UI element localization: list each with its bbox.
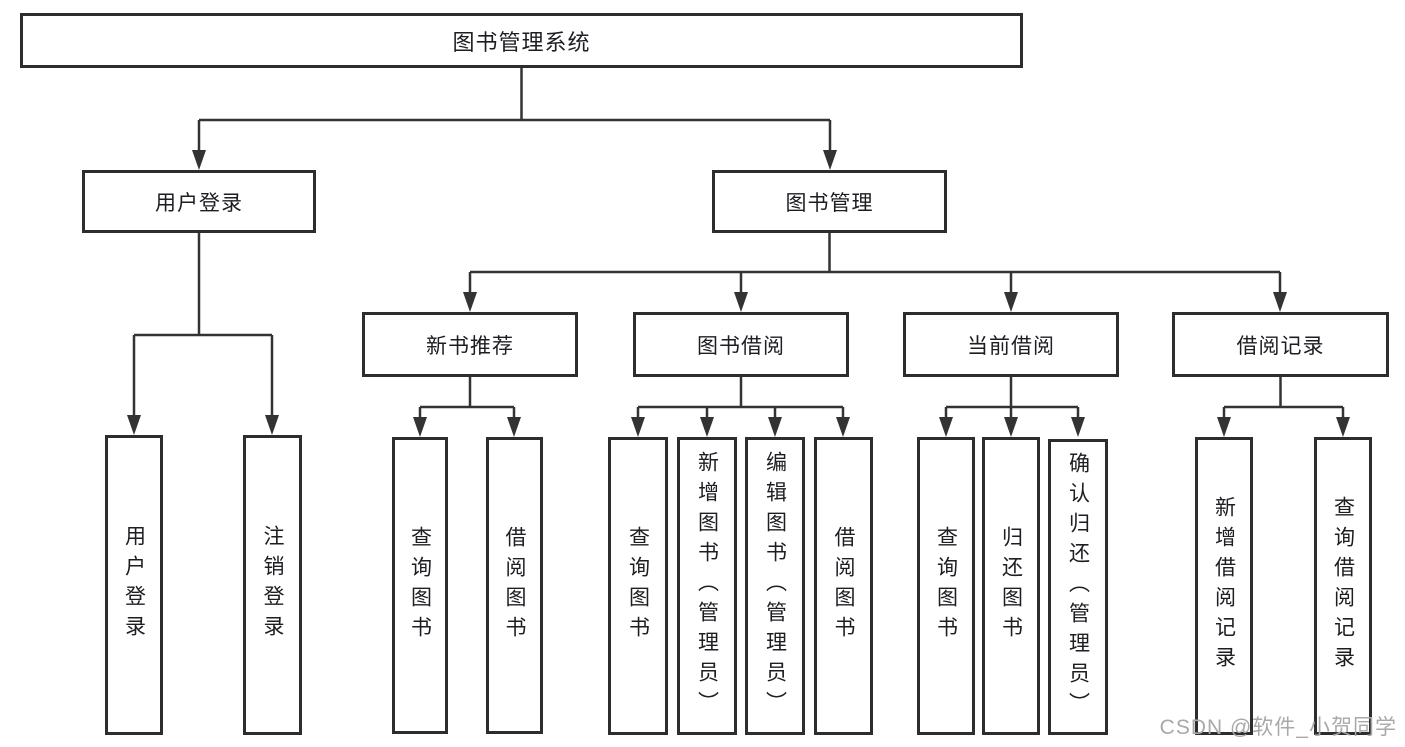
connector-root xyxy=(197,68,832,152)
connector-book-borrowing xyxy=(636,377,845,419)
leaf-bb-add-books-admin: 新增图书（管理员） xyxy=(677,437,737,735)
node-library-system: 图书管理系统 xyxy=(20,13,1023,68)
leaf-bb-edit-books-admin-label: 编辑图书（管理员） xyxy=(763,451,787,721)
node-user-login-label: 用户登录 xyxy=(155,191,243,215)
connector-current-borrowing xyxy=(944,377,1080,419)
node-borrow-records: 借阅记录 xyxy=(1172,312,1389,377)
leaf-bb-edit-books-admin: 编辑图书（管理员） xyxy=(745,437,805,735)
node-book-management-label: 图书管理 xyxy=(785,191,874,215)
node-book-management: 图书管理 xyxy=(712,170,947,233)
leaf-nb-query-books: 查询图书 xyxy=(392,437,448,734)
leaf-br-query-record-label: 查询借阅记录 xyxy=(1331,496,1355,676)
leaf-user-login: 用户登录 xyxy=(105,435,163,735)
connector-book-management xyxy=(468,233,1282,294)
leaf-cb-return-books: 归还图书 xyxy=(982,437,1040,735)
node-current-borrowing-label: 当前借阅 xyxy=(967,334,1055,358)
leaf-cb-confirm-return-admin-label: 确认归还（管理员） xyxy=(1066,452,1090,722)
node-borrow-records-label: 借阅记录 xyxy=(1236,334,1325,358)
leaf-logout-label: 注销登录 xyxy=(261,525,284,645)
node-library-system-label: 图书管理系统 xyxy=(452,29,591,55)
leaf-br-add-record-label: 新增借阅记录 xyxy=(1212,496,1236,676)
node-current-borrowing: 当前借阅 xyxy=(903,312,1119,377)
leaf-nb-query-books-label: 查询图书 xyxy=(408,525,432,646)
connector-borrow-records xyxy=(1222,377,1345,419)
leaf-bb-query-books-label: 查询图书 xyxy=(626,526,650,646)
leaf-bb-borrow-books-label: 借阅图书 xyxy=(832,526,855,646)
leaf-br-add-record: 新增借阅记录 xyxy=(1195,437,1253,735)
node-book-borrowing-label: 图书借阅 xyxy=(697,334,785,358)
leaf-nb-borrow-books-label: 借阅图书 xyxy=(503,525,526,646)
leaf-bb-borrow-books: 借阅图书 xyxy=(814,437,873,735)
leaf-nb-borrow-books: 借阅图书 xyxy=(486,437,543,734)
leaf-cb-return-books-label: 归还图书 xyxy=(999,526,1023,646)
node-new-book-recommendation-label: 新书推荐 xyxy=(426,334,514,358)
connector-user-login xyxy=(132,233,274,417)
csdn-watermark: CSDN @软件_小贺同学 xyxy=(1159,716,1397,739)
node-new-book-recommendation: 新书推荐 xyxy=(362,312,578,377)
node-book-borrowing: 图书借阅 xyxy=(633,312,849,377)
leaf-bb-add-books-admin-label: 新增图书（管理员） xyxy=(695,451,719,721)
node-user-login: 用户登录 xyxy=(82,170,316,233)
leaf-cb-query-books: 查询图书 xyxy=(917,437,975,735)
connector-new-book xyxy=(418,377,516,419)
leaf-user-login-label: 用户登录 xyxy=(122,525,146,645)
leaf-bb-query-books: 查询图书 xyxy=(608,437,668,735)
leaf-br-query-record: 查询借阅记录 xyxy=(1314,437,1372,735)
leaf-cb-confirm-return-admin: 确认归还（管理员） xyxy=(1048,439,1108,735)
leaf-logout: 注销登录 xyxy=(243,435,302,735)
leaf-cb-query-books-label: 查询图书 xyxy=(934,526,958,646)
